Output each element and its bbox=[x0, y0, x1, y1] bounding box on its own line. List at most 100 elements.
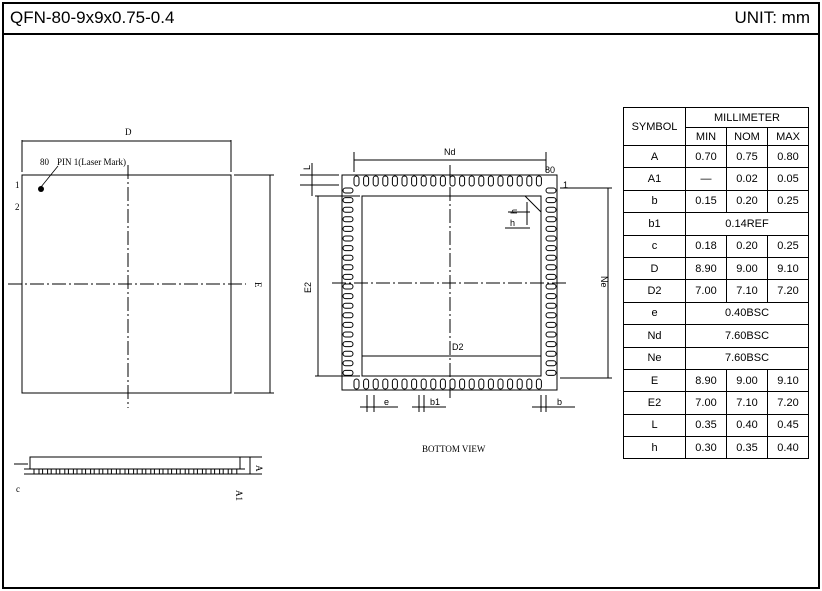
symbol-cell: A1 bbox=[623, 167, 686, 191]
pin bbox=[545, 225, 557, 232]
pin bbox=[342, 369, 354, 376]
symbol-header: SYMBOL bbox=[623, 107, 686, 146]
pin bbox=[342, 264, 354, 271]
unit-label: UNIT: mm bbox=[734, 8, 810, 27]
pin bbox=[342, 312, 354, 319]
pin bbox=[497, 378, 504, 390]
pin bbox=[545, 312, 557, 319]
package-title: QFN-80-9x9x0.75-0.4 bbox=[10, 8, 175, 27]
side-pad bbox=[93, 468, 100, 475]
pin bbox=[478, 378, 485, 390]
span-value-cell: 0.14REF bbox=[685, 212, 809, 236]
pin1-laser-mark bbox=[38, 186, 44, 192]
symbol-cell: E bbox=[623, 368, 686, 393]
pin bbox=[545, 321, 557, 328]
side-pad bbox=[162, 468, 169, 475]
symbol-cell: L bbox=[623, 413, 686, 438]
side-pad bbox=[222, 468, 229, 475]
pin bbox=[487, 378, 494, 390]
max-value-cell: 0.45 bbox=[767, 413, 809, 438]
symbol-cell: h bbox=[623, 436, 686, 460]
symbol-cell: Nd bbox=[623, 324, 686, 348]
pin bbox=[342, 225, 354, 232]
symbol-cell: b1 bbox=[623, 212, 686, 236]
pin bbox=[342, 360, 354, 367]
side-view bbox=[14, 456, 262, 475]
pin bbox=[507, 378, 514, 390]
symbol-cell: D2 bbox=[623, 279, 686, 303]
pin bbox=[342, 350, 354, 357]
dim-nd-label: Nd bbox=[444, 147, 456, 157]
pin bbox=[353, 175, 360, 187]
bottom-view-caption: BOTTOM VIEW bbox=[422, 444, 486, 454]
max-value-cell: 0.80 bbox=[767, 144, 809, 169]
title-bar: QFN-80-9x9x0.75-0.4 UNIT: mm bbox=[2, 2, 820, 35]
pin bbox=[372, 175, 379, 187]
min-value-cell: 0.70 bbox=[685, 144, 727, 169]
nom-value-cell: 0.75 bbox=[726, 144, 768, 169]
pin bbox=[372, 378, 379, 390]
min-header: MIN bbox=[685, 127, 727, 146]
nom-value-cell: 0.20 bbox=[726, 189, 768, 214]
dim-e-label: E bbox=[253, 282, 263, 288]
nom-value-cell: 0.35 bbox=[726, 436, 768, 460]
pins-right bbox=[545, 187, 557, 376]
pin bbox=[545, 206, 557, 213]
pin bbox=[535, 378, 542, 390]
dim-h-label: h bbox=[510, 218, 515, 228]
min-value-cell: — bbox=[685, 167, 727, 191]
pin bbox=[420, 378, 427, 390]
max-value-cell: 7.20 bbox=[767, 279, 809, 303]
pins-bottom bbox=[353, 378, 542, 390]
side-pad bbox=[42, 468, 49, 475]
pin bbox=[363, 378, 370, 390]
side-pad bbox=[231, 468, 238, 475]
pin bbox=[342, 283, 354, 290]
pin bbox=[545, 273, 557, 280]
pin bbox=[401, 175, 408, 187]
side-pad bbox=[67, 468, 74, 475]
pin bbox=[545, 283, 557, 290]
dim-h2-label: h bbox=[509, 209, 519, 214]
symbol-cell: c bbox=[623, 234, 686, 258]
pin bbox=[545, 245, 557, 252]
side-pad bbox=[128, 468, 135, 475]
pin bbox=[342, 341, 354, 348]
side-pad bbox=[171, 468, 178, 475]
side-pad bbox=[179, 468, 186, 475]
pin bbox=[430, 175, 437, 187]
pin bbox=[545, 331, 557, 338]
min-value-cell: 0.35 bbox=[685, 413, 727, 438]
pin bbox=[342, 197, 354, 204]
dim-b-label: b bbox=[557, 397, 562, 407]
nom-value-cell: 7.10 bbox=[726, 391, 768, 415]
dim-d2-label: D2 bbox=[452, 342, 464, 352]
pin1-laser-label: PIN 1(Laser Mark) bbox=[57, 157, 126, 167]
side-pad bbox=[33, 468, 40, 475]
span-value-cell: 0.40BSC bbox=[685, 301, 809, 326]
side-pad bbox=[50, 468, 57, 475]
side-pad bbox=[59, 468, 66, 475]
pin bbox=[382, 378, 389, 390]
max-value-cell: 0.05 bbox=[767, 167, 809, 191]
side-pad bbox=[136, 468, 143, 475]
dim-ne-label: Ne bbox=[599, 276, 609, 288]
pin-2-label: 2 bbox=[15, 202, 20, 212]
pin bbox=[545, 235, 557, 242]
min-value-cell: 0.18 bbox=[685, 234, 727, 258]
pin bbox=[391, 175, 398, 187]
pin bbox=[526, 175, 533, 187]
pin bbox=[342, 331, 354, 338]
